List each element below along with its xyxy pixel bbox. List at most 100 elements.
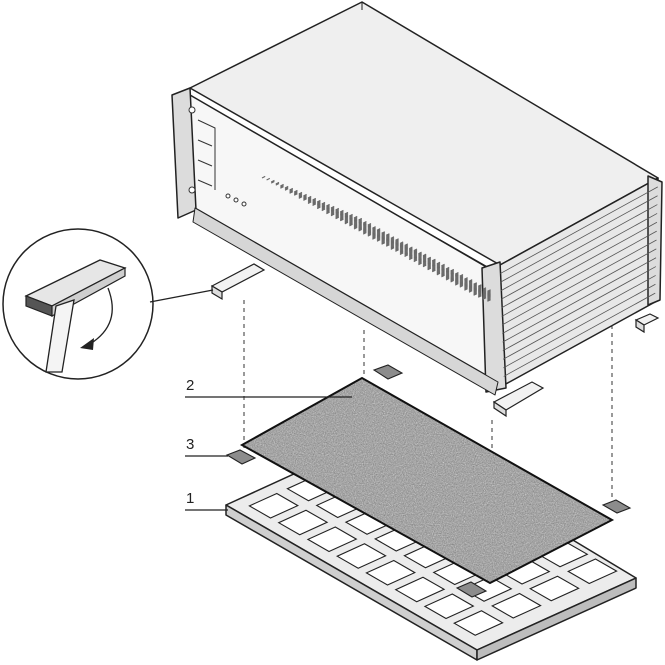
- perforation-slot: [482, 290, 487, 294]
- perforation-slot: [339, 209, 344, 213]
- perforation-slot: [408, 246, 413, 250]
- perforation-slot: [390, 236, 395, 239]
- perforation-slot: [362, 223, 367, 226]
- perforation-slot: [468, 282, 473, 285]
- perforation-slot: [464, 281, 468, 285]
- perforation-slot: [404, 251, 409, 254]
- perforation-slot: [487, 289, 491, 292]
- perforation-slot: [330, 211, 335, 214]
- perforation-slot: [395, 248, 399, 251]
- perforation-slot: [450, 279, 455, 283]
- perforation-slot: [344, 218, 349, 222]
- perforation-slot: [349, 221, 353, 225]
- perforation-slot: [353, 223, 358, 227]
- perforation-slot: [418, 251, 422, 255]
- callout-label-filter-mat: 2: [186, 377, 194, 394]
- perforation-slot: [303, 195, 307, 198]
- perforation-slot: [477, 295, 482, 298]
- perforation-slot: [358, 226, 363, 230]
- perforation-slot: [427, 258, 432, 262]
- perforation-slot: [367, 230, 372, 234]
- perforation-slot: [270, 179, 275, 183]
- perforation-slot: [321, 203, 326, 206]
- side-rib: [502, 257, 657, 343]
- rotation-arrow: [89, 287, 113, 345]
- perforation-slot: [381, 240, 386, 243]
- perforation-slot: [459, 278, 464, 281]
- perforation-slot: [450, 270, 455, 273]
- perforation-slot: [358, 222, 363, 225]
- perforation-slot: [321, 204, 326, 207]
- perforation-slot: [367, 224, 372, 227]
- perforation-slot: [381, 241, 386, 244]
- perforation-slot: [381, 231, 386, 234]
- perforation-slot: [464, 285, 468, 289]
- callout-label-clip: 3: [186, 436, 194, 453]
- perforation-slot: [367, 226, 372, 229]
- front-bottom-rail: [192, 207, 499, 396]
- frame-cell: [490, 592, 542, 619]
- perforation-slot: [436, 265, 441, 268]
- perforation-slot: [284, 185, 289, 189]
- perforation-slot: [427, 263, 432, 266]
- perforation-slot: [445, 277, 450, 281]
- perforation-slot: [450, 274, 455, 277]
- perforation-slot: [344, 214, 349, 217]
- perforation-slot: [454, 279, 459, 283]
- perforation-slot: [418, 254, 422, 258]
- perforation-slot: [376, 233, 381, 237]
- perforation-slot: [477, 286, 482, 289]
- perforation-slot: [473, 288, 478, 292]
- perforation-slot: [339, 214, 344, 217]
- frame-cell: [335, 543, 387, 569]
- perforation-slot: [408, 256, 413, 259]
- perforation-slot: [441, 270, 445, 273]
- perforation-slot: [349, 213, 353, 217]
- perforation-slot: [335, 213, 340, 216]
- perforation-slot: [390, 240, 395, 244]
- perforation-slot: [307, 200, 312, 203]
- clip-top: [372, 364, 404, 380]
- perforation-slot: [454, 280, 459, 284]
- perforation-slot: [303, 193, 307, 197]
- perforation-slot: [399, 251, 404, 254]
- perforation-slot: [312, 197, 317, 201]
- perforation-slot: [418, 259, 422, 262]
- perforation-slot: [450, 272, 455, 275]
- perforation-slot: [289, 191, 294, 194]
- perforation-slot: [344, 215, 349, 218]
- frame-cell: [566, 558, 618, 585]
- perforation-slot: [335, 212, 340, 215]
- perforation-slot: [335, 216, 340, 220]
- perforation-slot: [385, 236, 390, 240]
- perforation-slot: [349, 216, 353, 219]
- perforation-slot: [321, 206, 326, 209]
- perforation-slot: [445, 269, 450, 272]
- perforation-slot: [339, 211, 344, 214]
- perforation-slot: [353, 218, 358, 221]
- perforation-slot: [376, 229, 381, 232]
- perforation-slot: [468, 281, 473, 284]
- perforation-slot: [312, 203, 317, 206]
- perforation-slot: [459, 283, 464, 287]
- perforation-slot: [275, 183, 280, 186]
- perforation-slot: [482, 297, 487, 300]
- perforation-slot: [339, 217, 344, 221]
- perforation-slot: [390, 242, 395, 246]
- perforation-slot: [487, 291, 491, 295]
- perforation-slot: [422, 263, 427, 267]
- perforation-slot: [450, 273, 455, 276]
- perforation-slot: [459, 275, 464, 278]
- clips: [225, 364, 632, 598]
- perforation-slot: [482, 292, 487, 296]
- perforation-slot: [307, 195, 312, 199]
- side-rib: [500, 195, 658, 283]
- frame-cell: [248, 492, 300, 519]
- perforation-slot: [376, 232, 381, 236]
- perforation-slot: [422, 262, 427, 265]
- perforation-slot: [487, 295, 491, 299]
- perforation-slot: [473, 283, 478, 286]
- perforation-slot: [335, 215, 340, 219]
- perforation-slot: [427, 267, 432, 271]
